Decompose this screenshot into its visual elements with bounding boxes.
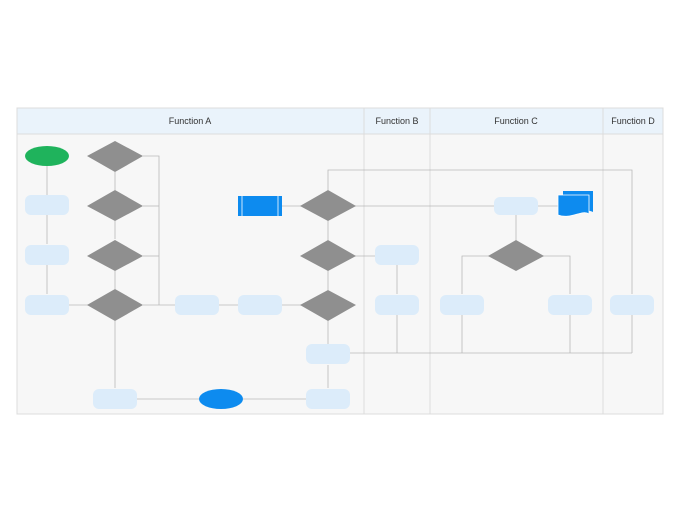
decision-diamond: [488, 240, 544, 271]
process-box: [440, 295, 484, 315]
process-nodes: [25, 195, 654, 409]
process-box: [175, 295, 219, 315]
predefined-process-box: [238, 196, 282, 216]
terminators: [25, 146, 243, 409]
process-box: [306, 389, 350, 409]
process-box: [25, 195, 69, 215]
lane-a-body: [17, 108, 364, 414]
decision-diamond: [87, 190, 143, 221]
lane-c-label: Function C: [494, 116, 538, 126]
start-terminator: [25, 146, 69, 166]
decision-diamond: [87, 289, 143, 321]
decision-diamond: [300, 240, 356, 271]
multi-document: [557, 191, 593, 217]
swimlane-backgrounds: [17, 108, 663, 414]
decision-diamond: [300, 290, 356, 321]
lane-b-label: Function B: [375, 116, 418, 126]
lane-labels: Function A Function B Function C Functio…: [169, 116, 656, 126]
end-terminator: [199, 389, 243, 409]
lane-d-body: [603, 108, 663, 414]
process-box: [375, 295, 419, 315]
connector: [143, 155, 160, 305]
lane-a-label: Function A: [169, 116, 212, 126]
process-box: [375, 245, 419, 265]
swimlane-borders: [16, 107, 664, 415]
swimlane-outline: [16, 107, 664, 415]
process-box: [25, 245, 69, 265]
process-box: [25, 295, 69, 315]
process-box: [306, 344, 350, 364]
decision-diamond: [87, 141, 143, 172]
document-front: [557, 194, 590, 217]
decision-nodes: [87, 141, 544, 321]
decision-diamond: [300, 190, 356, 221]
predefined-process: [238, 196, 282, 216]
process-box: [93, 389, 137, 409]
connectors: [46, 155, 633, 400]
connector: [327, 169, 633, 294]
lane-d-label: Function D: [611, 116, 655, 126]
connector: [461, 255, 489, 294]
decision-diamond: [87, 240, 143, 271]
process-box: [548, 295, 592, 315]
header-band: [17, 108, 663, 134]
connector: [543, 255, 571, 294]
process-box: [238, 295, 282, 315]
process-box: [610, 295, 654, 315]
process-box: [494, 197, 538, 215]
